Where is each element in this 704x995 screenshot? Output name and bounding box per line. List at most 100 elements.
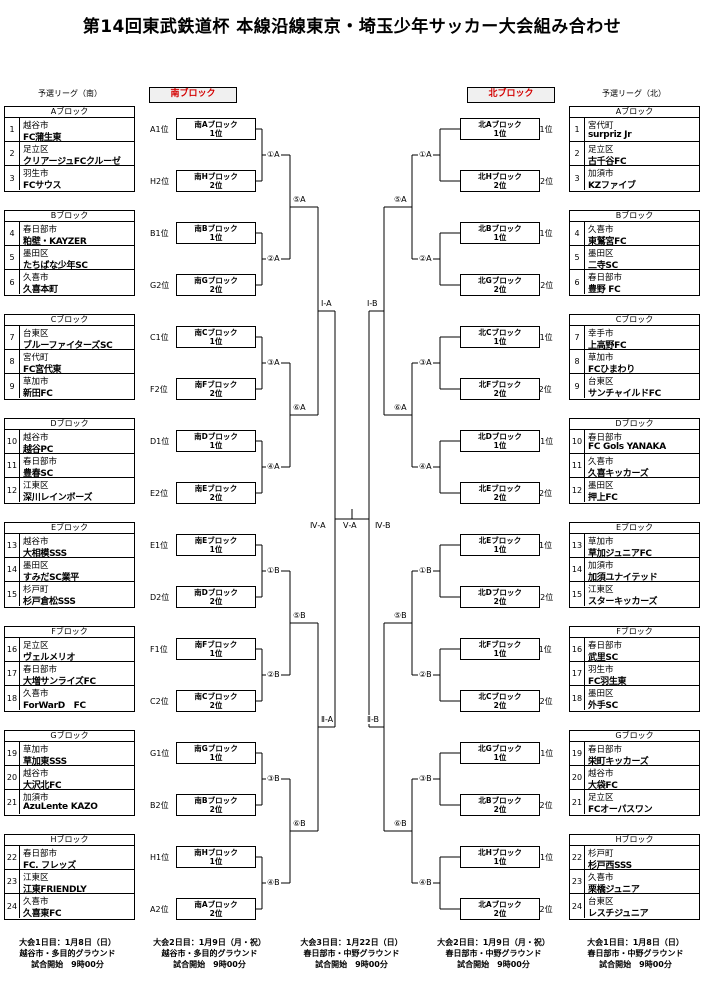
north-seed-label: F2位	[534, 385, 552, 394]
team-name: たちばな少年SC	[23, 261, 88, 271]
north-round1-label: ③B	[418, 774, 433, 783]
seed-line-1: 北Cブロック	[478, 328, 522, 337]
seed-line-1: 南Hブロック	[194, 172, 238, 181]
seed-line-1: 北Cブロック	[478, 692, 522, 701]
seed-line-2: 1位	[209, 753, 223, 762]
team-city: 久喜市	[23, 897, 49, 907]
team-number: 2	[5, 142, 20, 165]
north-seed-label: A1位	[534, 125, 553, 134]
north-block-tag: 北ブロック	[467, 87, 555, 103]
south-seed-label: D1位	[150, 437, 170, 446]
seed-line-2: 1位	[209, 129, 223, 138]
seed-line-1: 北Dブロック	[478, 588, 522, 597]
team-number: 23	[5, 870, 20, 893]
team-name: 久喜東FC	[23, 909, 62, 919]
team-name: 越谷PC	[23, 445, 54, 455]
seed-line-2: 1位	[209, 545, 223, 554]
team-name: 豊野 FC	[588, 285, 621, 295]
seed-line-2: 2位	[493, 493, 507, 502]
seed-line-2: 1位	[493, 649, 507, 658]
south-round1-label: ④B	[266, 878, 281, 887]
league-north-heading: 予選リーグ（北）	[602, 89, 666, 98]
team-number: 5	[570, 246, 585, 269]
team-city: 墨田区	[23, 561, 49, 571]
team-number: 15	[5, 582, 20, 606]
team-number: 11	[570, 454, 585, 477]
seed-line-1: 北Bブロック	[478, 796, 522, 805]
seed-line-2: 1位	[493, 129, 507, 138]
team-city: 春日部市	[588, 433, 623, 443]
south-seed-label: D2位	[150, 593, 170, 602]
team-number: 20	[570, 766, 585, 789]
seed-line-1: 北Hブロック	[478, 848, 522, 857]
team-name: クリアージュFCクルーゼ	[23, 157, 121, 167]
seed-line-1: 北Dブロック	[478, 432, 522, 441]
seed-line-2: 1位	[209, 857, 223, 866]
schedule-date: 大会1日目：1月8日（日）	[587, 938, 684, 947]
team-city: 加須市	[588, 169, 614, 179]
seed-line-1: 南Cブロック	[194, 328, 238, 337]
seed-line-2: 1位	[209, 441, 223, 450]
block-name: Cブロック	[5, 315, 134, 326]
south-round1-label: ②B	[266, 670, 281, 679]
team-number: 12	[570, 478, 585, 502]
team-name: KZファイブ	[588, 181, 636, 191]
seed-line-1: 南Aブロック	[194, 900, 238, 909]
team-city: 足立区	[23, 641, 49, 651]
seed-line-2: 2位	[209, 389, 223, 398]
schedule-day-4: 大会2日目：1月9日（月・祝）春日部市・中野グラウンド試合開始 9時00分	[426, 937, 561, 970]
team-number: 24	[570, 894, 585, 918]
schedule-kickoff: 試合開始 9時00分	[173, 960, 246, 969]
team-number: 20	[5, 766, 20, 789]
team-city: 久喜市	[588, 457, 614, 467]
team-city: 草加市	[23, 377, 49, 387]
block-name: Hブロック	[5, 835, 134, 846]
seed-line-2: 1位	[493, 545, 507, 554]
team-number: 10	[570, 430, 585, 453]
schedule-venue: 越谷市・多目的グラウンド	[19, 949, 116, 958]
seed-line-2: 2位	[209, 285, 223, 294]
schedule-venue: 春日部市・中野グラウンド	[303, 949, 400, 958]
team-city: 江東区	[588, 585, 614, 595]
north-seed-label: B1位	[534, 229, 553, 238]
seed-line-2: 2位	[493, 285, 507, 294]
team-name: 外手SC	[588, 701, 618, 711]
team-name: 豊春SC	[23, 469, 53, 479]
south-seed-label: C1位	[150, 333, 169, 342]
south-round1-label: ③A	[266, 358, 281, 367]
team-number: 14	[570, 558, 585, 581]
schedule-day-1: 大会1日目：1月8日（日）越谷市・多目的グラウンド試合開始 9時00分	[0, 937, 135, 970]
team-name: ブルーファイターズSC	[23, 341, 113, 351]
team-name: 加須ユナイテッド	[588, 573, 658, 583]
